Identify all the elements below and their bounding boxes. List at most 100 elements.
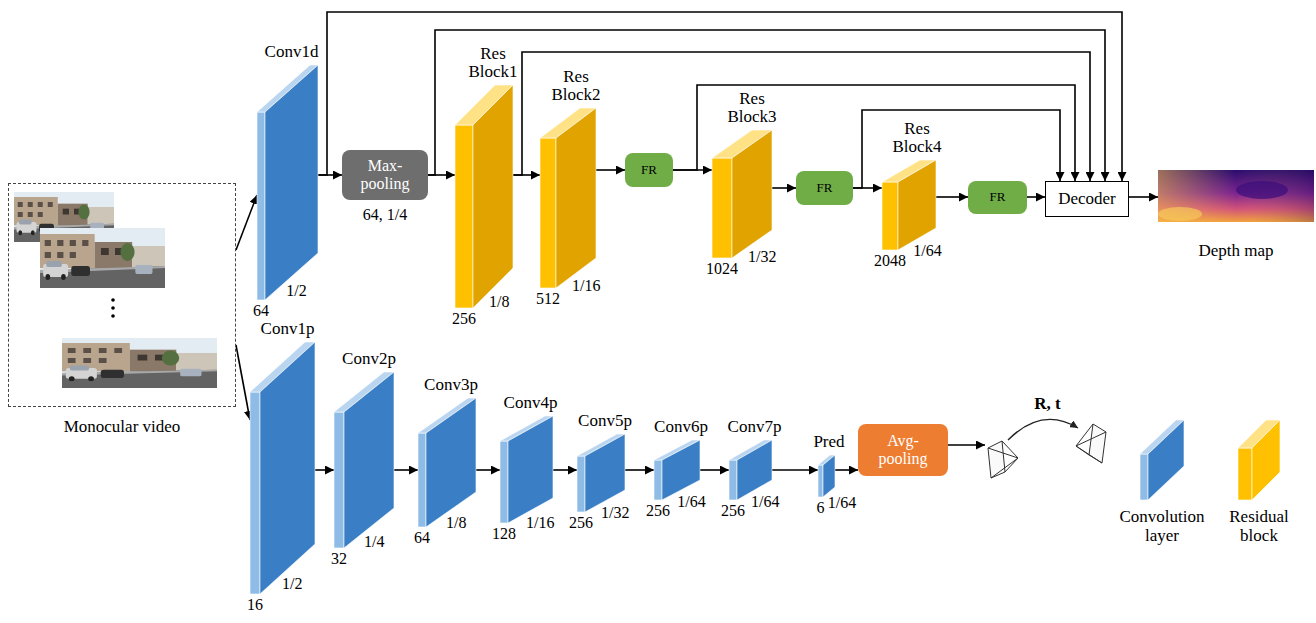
residual-block: Res Block310241/32 xyxy=(712,130,772,258)
camera-pose: R, t xyxy=(985,395,1110,475)
conv-layer-shape xyxy=(729,440,772,500)
residual-block-shape xyxy=(712,130,772,258)
conv-layer-shape xyxy=(418,398,476,527)
layer-name: Res Block2 xyxy=(545,68,607,105)
channel-count: 64 xyxy=(253,302,269,320)
layer-name: Conv3p xyxy=(420,376,482,395)
legend-text: Convolution layer xyxy=(1116,508,1208,545)
residual-block: Res Block420481/64 xyxy=(882,160,936,250)
flow-arrow xyxy=(853,110,1060,188)
conv-layer-shape xyxy=(250,342,315,594)
legend-sample xyxy=(1238,420,1280,500)
flow-arrow xyxy=(772,469,818,471)
conv-layer: Conv2p321/4 xyxy=(334,372,394,548)
flow-arrow xyxy=(835,469,858,471)
conv-layer-shape xyxy=(818,455,835,497)
scale-factor: 1/64 xyxy=(828,494,856,512)
legend-text: Residual block xyxy=(1223,508,1295,545)
layer-name: Conv7p xyxy=(724,418,786,437)
box-label: Decoder xyxy=(1058,190,1116,209)
flow-arrow xyxy=(236,345,250,420)
layer-name: Conv5p xyxy=(574,412,636,431)
conv-layer: Conv5p2561/32 xyxy=(577,434,625,512)
legend-item: Convolution layer xyxy=(1140,420,1184,500)
channel-count: 32 xyxy=(331,550,347,568)
legend-swatch xyxy=(1148,420,1184,500)
flow-arrow xyxy=(318,12,1122,181)
scale-factor: 1/16 xyxy=(572,277,600,295)
layer-name: Conv2p xyxy=(338,350,400,369)
conv-layer: Conv3p641/8 xyxy=(418,398,476,527)
avgpool-box: Avg- pooling xyxy=(858,424,948,476)
flow-arrow xyxy=(700,469,729,471)
channel-count: 64 xyxy=(414,529,430,547)
channel-count: 6 xyxy=(817,499,825,517)
conv-layer-shape xyxy=(257,65,318,300)
fr-module: FR xyxy=(796,171,853,205)
flow-arrow xyxy=(596,169,625,171)
caption-label: Monocular video xyxy=(64,418,181,437)
box-label: FR xyxy=(641,163,657,177)
residual-block: Res Block12561/8 xyxy=(455,85,513,308)
flow-arrow xyxy=(1027,196,1045,198)
channel-count: 16 xyxy=(247,596,263,614)
box-label: Max- pooling xyxy=(354,157,416,192)
conv-layer-shape xyxy=(577,434,625,512)
flow-arrow xyxy=(772,187,796,189)
conv-layer: Conv1d641/2 xyxy=(257,65,318,300)
pose-label: R, t xyxy=(1034,395,1060,414)
caption-label: Depth map xyxy=(1198,242,1273,261)
channel-count: 256 xyxy=(646,502,670,520)
channel-count: 1024 xyxy=(706,260,738,278)
scale-factor: 1/32 xyxy=(601,504,629,522)
conv-layer-shape xyxy=(654,440,700,500)
caption-label: 64, 1/4 xyxy=(363,206,407,224)
flow-arrow xyxy=(236,195,257,250)
layer-name: Conv6p xyxy=(650,418,712,437)
channel-count: 2048 xyxy=(874,252,906,270)
legend-sample xyxy=(1140,420,1184,500)
flow-arrow xyxy=(1129,196,1158,198)
fr-module: FR xyxy=(968,181,1027,214)
conv-layer: Conv4p1281/16 xyxy=(500,416,553,523)
conv-layer: Conv7p2561/64 xyxy=(729,440,772,500)
scale-factor: 1/2 xyxy=(286,282,306,300)
legend-item: Residual block xyxy=(1238,420,1280,500)
conv-layer-shape xyxy=(334,372,394,548)
box-label: Avg- pooling xyxy=(872,432,934,467)
conv-layer: Pred61/64 xyxy=(818,455,835,497)
layer-name: Conv4p xyxy=(500,394,562,413)
layer-name: Res Block4 xyxy=(886,120,948,157)
flow-arrow xyxy=(394,469,418,471)
scale-factor: 1/32 xyxy=(748,248,776,266)
channel-count: 128 xyxy=(492,525,516,543)
scale-factor: 1/64 xyxy=(913,242,941,260)
scale-factor: 1/8 xyxy=(489,293,509,311)
conv-layer: Conv1p161/2 xyxy=(250,342,315,594)
channel-count: 256 xyxy=(452,310,476,328)
channel-count: 256 xyxy=(721,502,745,520)
flow-arrow xyxy=(315,469,334,471)
conv-layer-shape xyxy=(500,416,553,523)
fr-module: FR xyxy=(625,153,673,187)
layer-name: Res Block1 xyxy=(462,45,524,82)
layer-name: Res Block3 xyxy=(721,90,783,127)
residual-block-shape xyxy=(882,160,936,250)
scale-factor: 1/8 xyxy=(446,514,466,532)
layer-name: Pred xyxy=(798,433,860,452)
video-frames xyxy=(14,192,217,388)
box-label: FR xyxy=(990,190,1006,204)
residual-block-shape xyxy=(455,85,513,308)
flow-arrow xyxy=(476,469,500,471)
video-input-box: Monocular video xyxy=(8,183,236,407)
box-label: FR xyxy=(817,181,833,195)
scale-factor: 1/4 xyxy=(364,533,384,551)
flow-arrow xyxy=(948,444,985,446)
layer-name: Conv1p xyxy=(257,320,319,339)
scale-factor: 1/16 xyxy=(526,514,554,532)
flow-arrow xyxy=(936,196,968,198)
residual-block: Res Block25121/16 xyxy=(540,108,596,288)
flow-arrow xyxy=(513,52,1090,181)
